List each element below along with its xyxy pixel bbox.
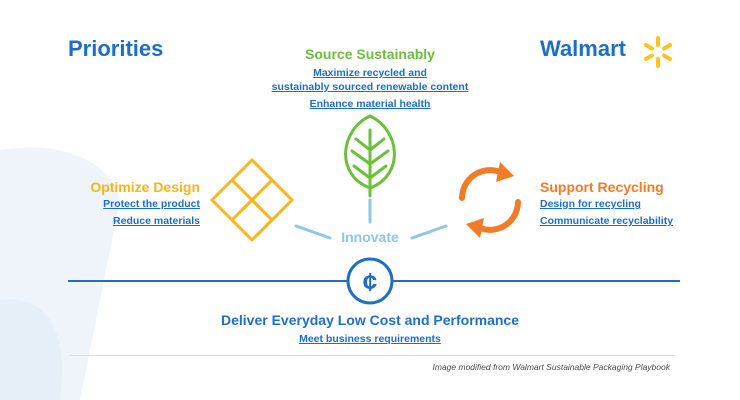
optimize-item-1[interactable]: Protect the product: [103, 198, 200, 210]
recycle-item-2[interactable]: Communicate recyclability: [540, 215, 674, 227]
caption: Image modified from Walmart Sustainable …: [432, 362, 671, 372]
bottom-heading: Deliver Everyday Low Cost and Performanc…: [221, 312, 519, 328]
walmart-logo: Walmart: [540, 36, 680, 70]
caption-divider: [70, 355, 675, 356]
logo-text: Walmart: [540, 36, 626, 61]
recycle-heading: Support Recycling: [540, 179, 664, 195]
innovate-label: Innovate: [341, 229, 399, 245]
leaf-icon: [344, 114, 396, 198]
bottom-item[interactable]: Meet business requirements: [299, 333, 441, 345]
cent-symbol: ¢: [363, 267, 377, 297]
source-item-2[interactable]: sustainably sourced renewable content: [271, 81, 469, 93]
optimize-item-2[interactable]: Reduce materials: [113, 215, 200, 227]
connector-left: [294, 224, 332, 240]
recycle-item-1[interactable]: Design for recycling: [540, 198, 641, 210]
source-item-1[interactable]: Maximize recycled and: [313, 67, 427, 79]
recycle-arrows-icon: [459, 162, 521, 238]
cent-icon: ¢: [346, 257, 394, 305]
source-item-3[interactable]: Enhance material health: [309, 98, 431, 110]
optimize-heading: Optimize Design: [90, 179, 200, 195]
diamond-tiles-icon: [210, 158, 294, 242]
spark-icon: [643, 36, 673, 68]
connector-right: [410, 224, 448, 240]
source-heading: Source Sustainably: [305, 46, 435, 62]
page-title: Priorities: [68, 36, 164, 61]
background-swoosh-2: [0, 299, 62, 400]
